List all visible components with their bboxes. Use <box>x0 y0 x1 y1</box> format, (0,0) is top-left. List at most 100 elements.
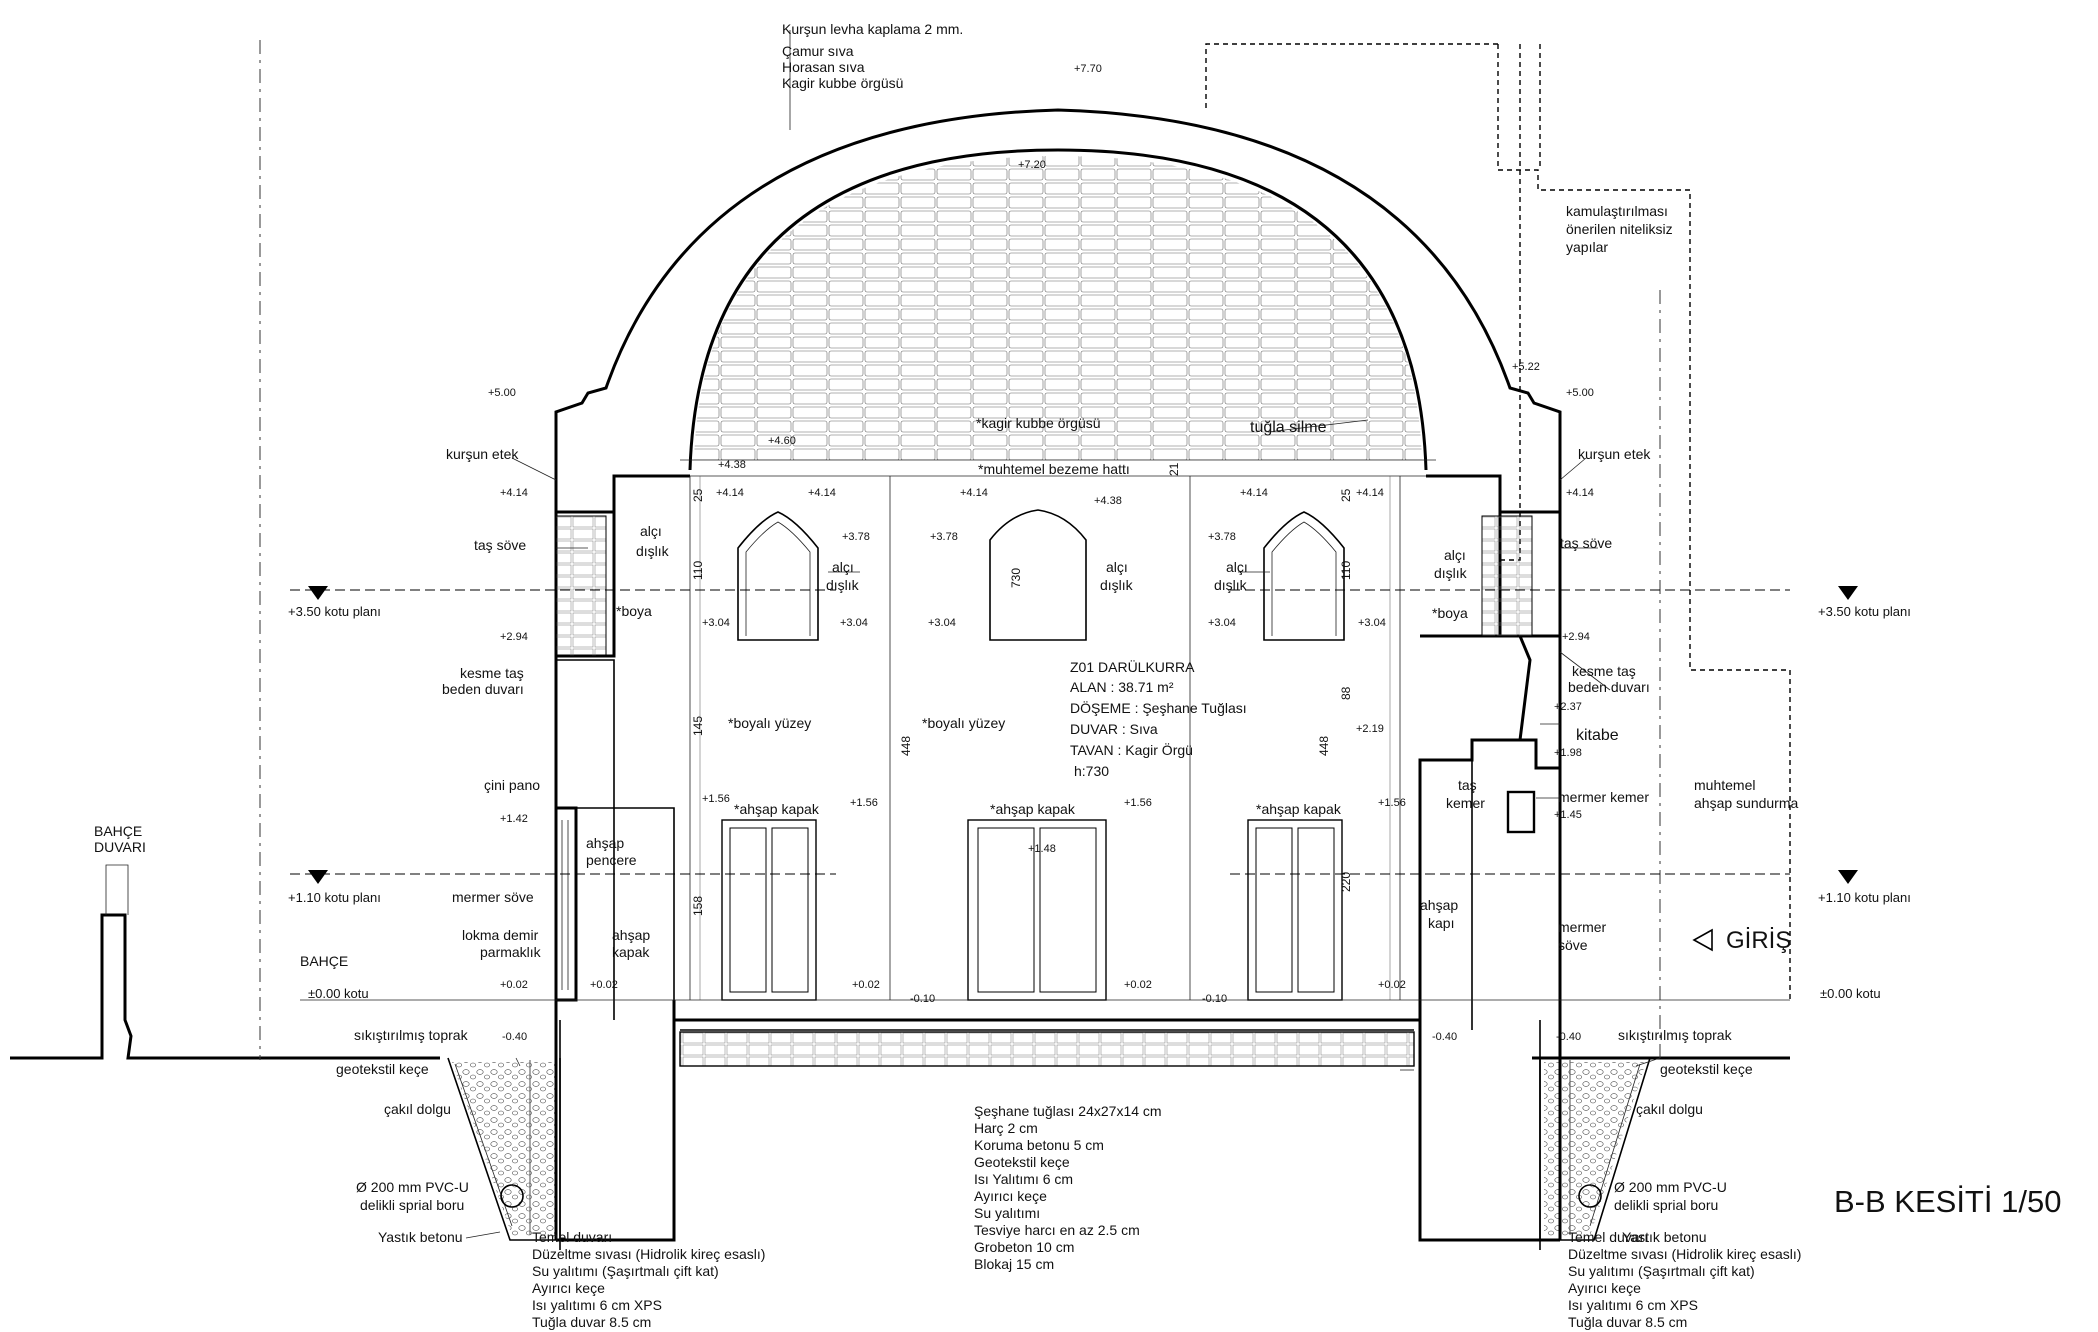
label: kesme taş <box>460 665 524 681</box>
elevation-mark: -0.40 <box>502 1031 527 1043</box>
floor-layer: Şeşhane tuğlası 24x27x14 cm <box>974 1103 1162 1119</box>
wall-layers-left: Temel duvarı Düzeltme sıvası (Hidrolik k… <box>532 1229 765 1330</box>
elevation-mark: +3.78 <box>930 531 958 543</box>
elevation-mark: +3.04 <box>702 617 730 629</box>
label: çini pano <box>484 777 540 793</box>
elevation-mark: +5.00 <box>488 387 516 399</box>
label: ahşap <box>586 835 624 851</box>
label: kapak <box>612 944 650 960</box>
label: delikli sprial boru <box>360 1197 464 1213</box>
level-plan-label: +1.10 kotu planı <box>288 890 381 905</box>
level-lines <box>290 586 1858 1001</box>
building-shell <box>554 43 1791 1242</box>
elevation-mark: +7.70 <box>1074 63 1102 75</box>
dome-layers: Kurşun levha kaplama 2 mm. Çamur sıva Ho… <box>782 21 963 91</box>
level-plan-label: +3.50 kotu planı <box>288 604 381 619</box>
elevation-mark: +3.04 <box>928 617 956 629</box>
label: kesme taş <box>1572 663 1636 679</box>
elevation-mark: +3.04 <box>1208 617 1236 629</box>
elevation-mark: +0.02 <box>852 979 880 991</box>
level-label: ±0.00 kotu <box>1820 986 1881 1001</box>
dimension-value: 730 <box>1009 568 1023 588</box>
left-trench <box>447 1020 561 1250</box>
label: *ahşap kapak <box>734 801 820 817</box>
entrance-label: GİRİŞ <box>1726 927 1791 954</box>
dome-layer: Çamur sıva <box>782 43 854 59</box>
label: Ø 200 mm PVC-U <box>356 1179 469 1195</box>
leader-lines <box>465 30 1661 1239</box>
elevation-mark: +4.60 <box>768 435 796 447</box>
room-ceiling: TAVAN : Kagir Örgü <box>1070 741 1193 758</box>
level-label: ±0.00 kotu <box>308 986 369 1001</box>
label: ahşap <box>612 927 650 943</box>
label: ahşap <box>1420 897 1458 913</box>
dimension-value: 220 <box>1339 872 1353 892</box>
label: alçı <box>640 523 662 539</box>
elevation-mark: +4.14 <box>1566 487 1594 499</box>
label: *ahşap kapak <box>990 801 1076 817</box>
elevation-marks: +7.70 +7.20 +5.00 +5.22 +5.00 +4.60 +4.3… <box>488 63 1594 1043</box>
floor-layer: Blokaj 15 cm <box>974 1256 1054 1272</box>
label: taş söve <box>1560 535 1612 551</box>
garden-wall-label: DUVARI <box>94 839 146 855</box>
wall-layer: Temel duvarı <box>1568 1229 1648 1245</box>
label: *kagir kubbe örgüsü <box>976 415 1101 431</box>
room-code: Z01 DARÜLKURRA <box>1070 658 1195 675</box>
label: alçı <box>1106 559 1128 575</box>
room-info: Z01 DARÜLKURRA ALAN : 38.71 m² DÖŞEME : … <box>1070 658 1247 779</box>
elevation-mark: +4.38 <box>718 459 746 471</box>
label: kitabe <box>1576 727 1619 744</box>
floor-layers: Şeşhane tuğlası 24x27x14 cm Harç 2 cm Ko… <box>974 1103 1162 1272</box>
room-floor: DÖŞEME : Şeşhane Tuğlası <box>1070 699 1247 716</box>
dimension-value: 25 <box>691 488 705 502</box>
label: geotekstil keçe <box>1660 1061 1753 1077</box>
elevation-mark: +5.22 <box>1512 361 1540 373</box>
label: pencere <box>586 852 637 868</box>
right-labels: kamulaştırılması önerilen niteliksiz yap… <box>1420 203 1911 1213</box>
elevation-mark: +0.02 <box>590 979 618 991</box>
dimension-value: 448 <box>899 736 913 756</box>
wall-layer: Temel duvarı <box>532 1229 612 1245</box>
floor-layer: Isı Yalıtımı 6 cm <box>974 1171 1073 1187</box>
label: dışlık <box>1214 577 1248 593</box>
label: tuğla silme <box>1250 419 1327 436</box>
label: mermer <box>1558 919 1607 935</box>
label: alçı <box>832 559 854 575</box>
elevation-mark: +2.37 <box>1554 701 1582 713</box>
floor-layer: Grobeton 10 cm <box>974 1239 1074 1255</box>
dimensions: 25 25 21 110 110 730 145 448 448 88 158 … <box>691 462 1353 916</box>
label: çakıl dolgu <box>1636 1101 1703 1117</box>
floor-layer: Koruma betonu 5 cm <box>974 1137 1104 1153</box>
label: sıkıştırılmış toprak <box>354 1027 469 1043</box>
dimension-value: 21 <box>1167 462 1181 476</box>
label: mermer söve <box>452 889 534 905</box>
label: *boya <box>616 603 652 619</box>
elevation-mark: +1.56 <box>1378 797 1406 809</box>
elevation-mark: -0.10 <box>1202 993 1227 1005</box>
elevation-mark: +4.38 <box>1094 495 1122 507</box>
dome-layer: Kurşun levha kaplama 2 mm. <box>782 21 963 37</box>
dimension-value: 145 <box>691 716 705 736</box>
label: *ahşap kapak <box>1256 801 1342 817</box>
label: mermer kemer <box>1558 789 1649 805</box>
wall-layer: Ayırıcı keçe <box>1568 1280 1641 1296</box>
wall-layer: Tuğla duvar 8.5 cm <box>532 1314 651 1330</box>
elevation-mark: +4.14 <box>1240 487 1268 499</box>
label: çakıl dolgu <box>384 1101 451 1117</box>
floor-layer: Ayırıcı keçe <box>974 1188 1047 1204</box>
elevation-mark: +0.02 <box>500 979 528 991</box>
elevation-mark: +1.45 <box>1554 809 1582 821</box>
elevation-mark: +4.14 <box>500 487 528 499</box>
label: beden duvarı <box>442 681 524 697</box>
label: söve <box>1558 937 1588 953</box>
wall-layer: Düzeltme sıvası (Hidrolik kireç esaslı) <box>532 1246 765 1262</box>
label: alçı <box>1226 559 1248 575</box>
elevation-mark: +1.48 <box>1028 843 1056 855</box>
garden-wall-label: BAHÇE <box>94 823 142 839</box>
elevation-mark: +1.42 <box>500 813 528 825</box>
dimension-value: 448 <box>1317 736 1331 756</box>
wall-layer: Düzeltme sıvası (Hidrolik kireç esaslı) <box>1568 1246 1801 1262</box>
label: taş söve <box>474 537 526 553</box>
elevation-mark: +5.00 <box>1566 387 1594 399</box>
